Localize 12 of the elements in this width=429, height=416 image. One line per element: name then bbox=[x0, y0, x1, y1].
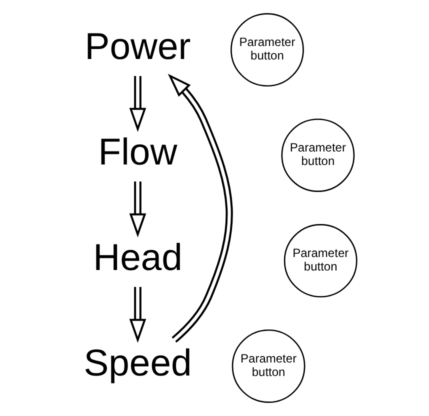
node-circle: Parameter button bbox=[232, 329, 306, 403]
arrow bbox=[129, 286, 146, 343]
node-text: Head bbox=[93, 236, 182, 278]
node-circle: Parameter button bbox=[284, 224, 358, 298]
node-text: Power bbox=[84, 25, 191, 68]
arrow bbox=[168, 74, 233, 343]
node-text: Flow bbox=[98, 130, 178, 172]
node-circle: Parameter button bbox=[281, 118, 355, 192]
node-circle: Parameter button bbox=[230, 13, 304, 87]
arrow bbox=[129, 76, 146, 132]
arrow bbox=[129, 182, 146, 238]
node-text: Speed bbox=[84, 341, 192, 384]
